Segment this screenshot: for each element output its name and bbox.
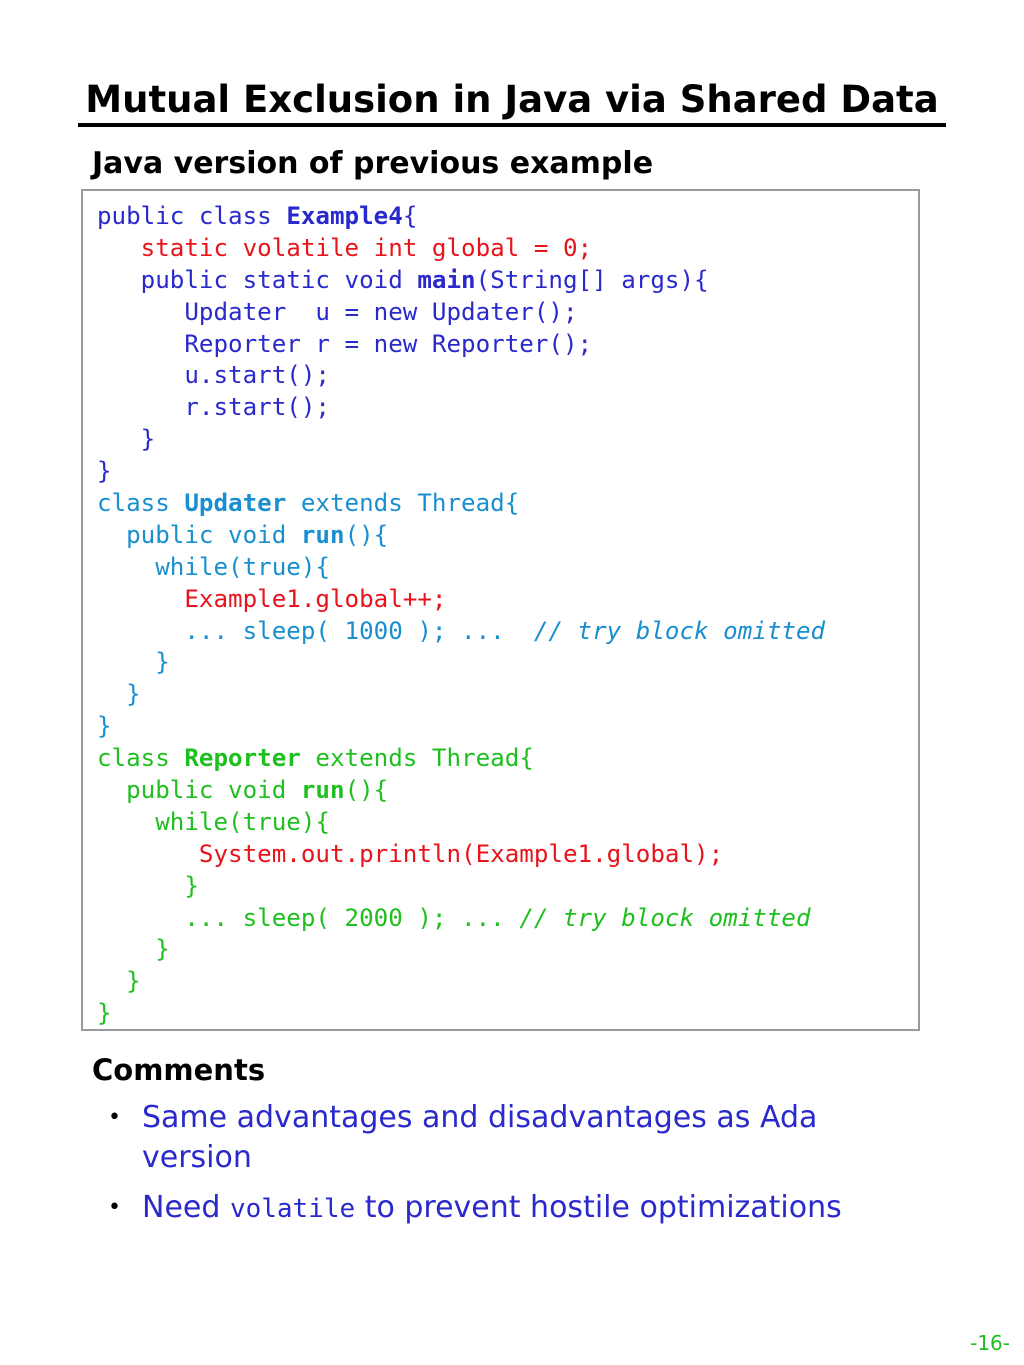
code-line: r.start(); bbox=[97, 392, 825, 424]
code-line: Updater u = new Updater(); bbox=[97, 297, 825, 329]
code-token: Updater u = new Updater(); bbox=[97, 297, 578, 326]
code-token: } bbox=[97, 457, 112, 486]
comment-text-post: to prevent hostile optimizations bbox=[355, 1190, 842, 1225]
code-token: Example4 bbox=[286, 202, 403, 230]
code-line: ... sleep( 2000 ); ... // try block omit… bbox=[97, 903, 825, 935]
code-token: } bbox=[97, 999, 112, 1028]
code-line: } bbox=[97, 679, 825, 711]
code-token: } bbox=[97, 425, 156, 454]
slide-title: Mutual Exclusion in Java via Shared Data bbox=[85, 78, 939, 121]
inline-code-keyword: volatile bbox=[229, 1194, 356, 1224]
code-token: Example1.global++; bbox=[97, 584, 447, 613]
code-line: } bbox=[97, 871, 825, 903]
code-token: public void bbox=[97, 776, 301, 805]
slide-subtitle: Java version of previous example bbox=[92, 146, 654, 181]
code-token: (String[] args){ bbox=[475, 265, 709, 294]
code-token: run bbox=[300, 776, 345, 805]
code-token: ... sleep( 2000 ); ... bbox=[97, 903, 520, 932]
comment-text-pre: Need bbox=[142, 1190, 230, 1225]
code-line: } bbox=[97, 966, 825, 998]
code-token: public static void bbox=[97, 265, 418, 294]
comment-bullet-2: • Need volatile to prevent hostile optim… bbox=[108, 1188, 928, 1229]
code-line: } bbox=[97, 934, 825, 966]
code-token: // try block omitted bbox=[533, 616, 826, 645]
code-line: public void run(){ bbox=[97, 775, 825, 807]
code-token: public void bbox=[97, 520, 301, 549]
code-token: while(true){ bbox=[97, 807, 330, 836]
code-listing: public class Example4{ static volatile i… bbox=[97, 201, 825, 1030]
code-token: class bbox=[97, 744, 185, 773]
code-token: public class bbox=[97, 202, 287, 230]
code-line: public class Example4{ bbox=[97, 201, 825, 233]
code-line: } bbox=[97, 424, 825, 456]
code-token: (){ bbox=[344, 776, 389, 805]
code-token: extends Thread{ bbox=[300, 744, 534, 773]
code-token: } bbox=[97, 967, 141, 996]
code-token: while(true){ bbox=[97, 552, 330, 581]
code-token: Updater bbox=[184, 489, 287, 518]
comment-bullet-1: • Same advantages and disadvantages as A… bbox=[108, 1098, 928, 1178]
code-line: class Updater extends Thread{ bbox=[97, 488, 825, 520]
page-number: -16- bbox=[970, 1331, 1010, 1355]
code-token: static volatile int global = 0; bbox=[97, 233, 593, 262]
code-token: r.start(); bbox=[97, 393, 330, 422]
code-line: u.start(); bbox=[97, 360, 825, 392]
title-divider bbox=[78, 123, 946, 127]
code-line: public void run(){ bbox=[97, 520, 825, 552]
code-line: ... sleep( 1000 ); ... // try block omit… bbox=[97, 616, 825, 648]
code-token: ... sleep( 1000 ); ... bbox=[97, 616, 534, 645]
code-token: extends Thread{ bbox=[286, 489, 520, 518]
code-line: System.out.println(Example1.global); bbox=[97, 839, 825, 871]
code-line: public static void main(String[] args){ bbox=[97, 265, 825, 297]
code-line: } bbox=[97, 647, 825, 679]
code-token: run bbox=[300, 520, 345, 549]
comments-list: • Same advantages and disadvantages as A… bbox=[108, 1098, 928, 1239]
code-listing-box: public class Example4{ static volatile i… bbox=[81, 189, 920, 1031]
bullet-icon: • bbox=[108, 1105, 121, 1130]
code-token: } bbox=[97, 712, 112, 741]
code-token: { bbox=[402, 202, 418, 230]
code-line: Example1.global++; bbox=[97, 584, 825, 616]
code-token: } bbox=[97, 871, 199, 900]
code-token: (){ bbox=[344, 520, 389, 549]
comment-text: Same advantages and disadvantages as Ada… bbox=[142, 1100, 818, 1175]
code-token: class bbox=[97, 489, 185, 518]
code-line: while(true){ bbox=[97, 807, 825, 839]
code-line: } bbox=[97, 998, 825, 1030]
code-token: } bbox=[97, 935, 170, 964]
code-token: System.out.println(Example1.global); bbox=[97, 839, 724, 868]
code-token: main bbox=[417, 265, 476, 294]
code-token: u.start(); bbox=[97, 361, 330, 390]
code-token: // try block omitted bbox=[519, 903, 811, 932]
code-line: while(true){ bbox=[97, 552, 825, 584]
code-token: } bbox=[97, 680, 141, 709]
code-token: Reporter bbox=[184, 744, 301, 773]
code-token: Reporter r = new Reporter(); bbox=[97, 329, 593, 358]
code-line: class Reporter extends Thread{ bbox=[97, 743, 825, 775]
code-token: } bbox=[97, 648, 170, 677]
bullet-icon: • bbox=[108, 1195, 121, 1220]
code-line: Reporter r = new Reporter(); bbox=[97, 329, 825, 361]
code-line: } bbox=[97, 456, 825, 488]
code-line: static volatile int global = 0; bbox=[97, 233, 825, 265]
comments-heading: Comments bbox=[92, 1053, 266, 1087]
code-line: } bbox=[97, 711, 825, 743]
